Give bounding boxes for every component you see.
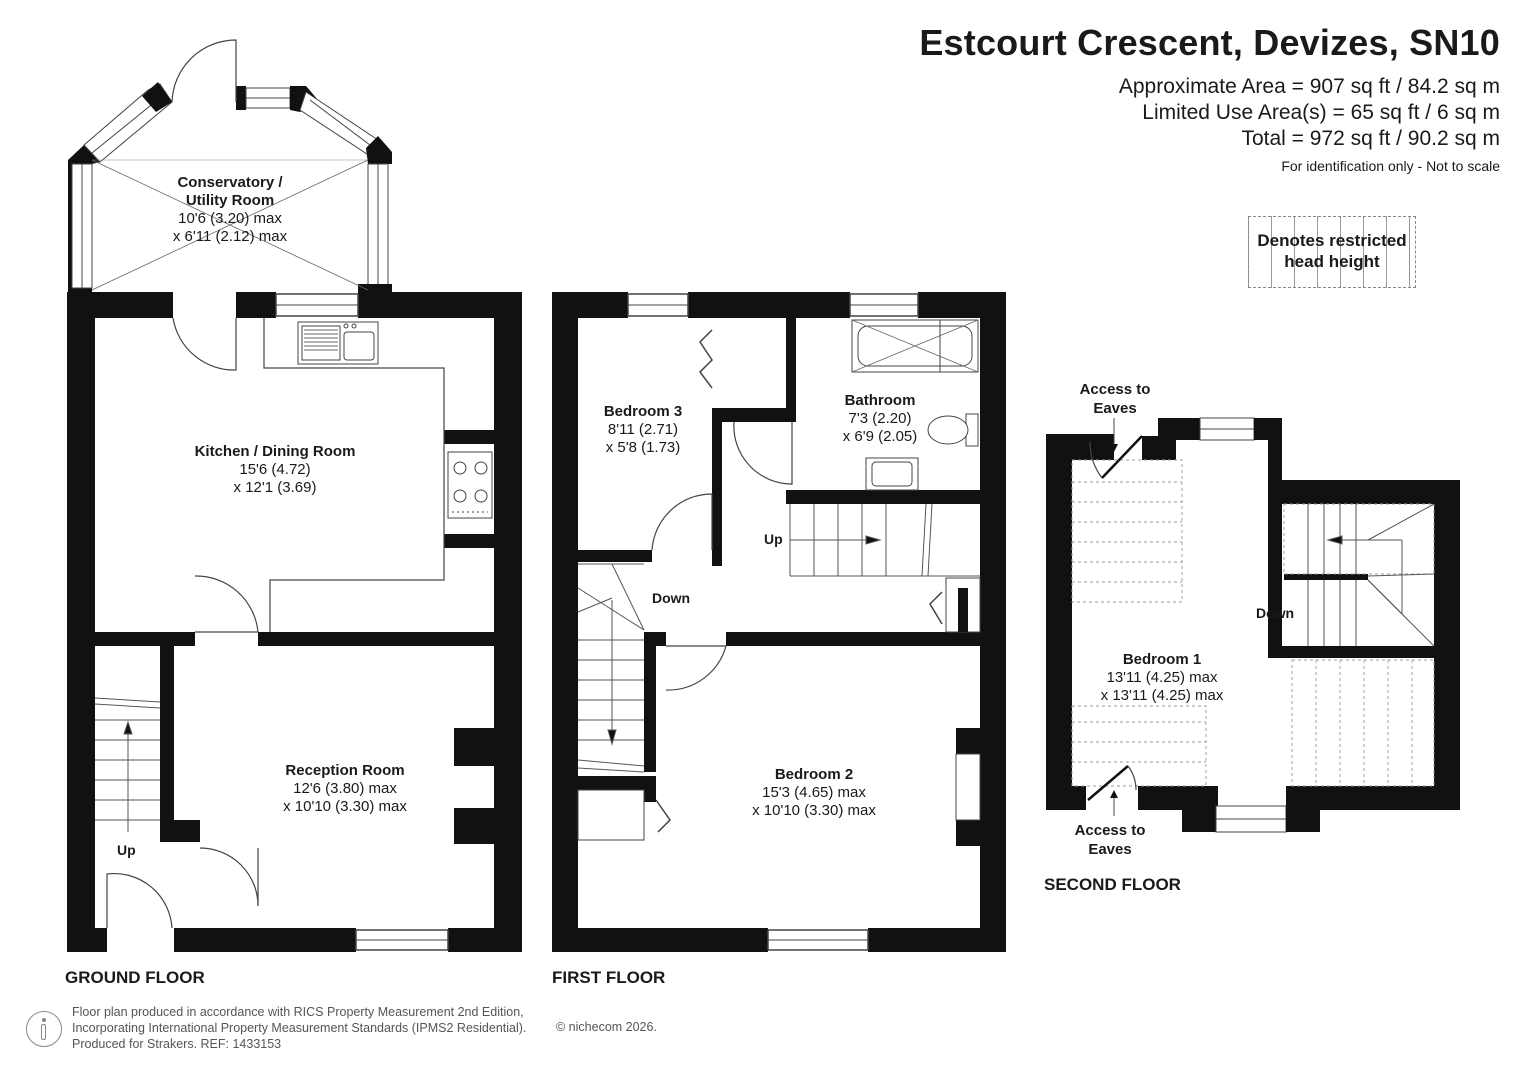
sink-icon: [297, 321, 379, 365]
second-floor-plan: [1046, 417, 1460, 833]
stair-labels: Up Up Down Down: [117, 531, 1294, 858]
limited-use-area: Limited Use Area(s) = 65 sq ft / 6 sq m: [1142, 101, 1500, 124]
bedroom3-dim-1: 8'11 (2.71): [608, 421, 678, 438]
legend-line-1: Denotes restricted: [1257, 231, 1407, 250]
eaves-top-label-1: Access to: [1080, 381, 1151, 398]
reception-name: Reception Room: [285, 762, 404, 779]
approximate-area: Approximate Area = 907 sq ft / 84.2 sq m: [1118, 75, 1500, 98]
conservatory-name-1: Conservatory /: [177, 174, 283, 191]
bathroom-dim-1: 7'3 (2.20): [849, 410, 912, 427]
reception-dim-1: 12'6 (3.80) max: [293, 780, 397, 797]
basin-icon: [865, 457, 919, 491]
eaves-labels: Access to Eaves Access to Eaves: [1075, 381, 1151, 858]
bedroom3-dim-2: x 5'8 (1.73): [606, 439, 681, 456]
eaves-bottom-label-2: Eaves: [1088, 841, 1131, 858]
room-labels: Conservatory / Utility Room 10'6 (3.20) …: [173, 174, 1224, 819]
footer-line-3: Produced for Strakers. REF: 1433153: [72, 1037, 282, 1051]
kitchen-dim-1: 15'6 (4.72): [239, 461, 310, 478]
toilet-icon: [927, 413, 979, 447]
kitchen-name: Kitchen / Dining Room: [195, 443, 356, 460]
scale-note: For identification only - Not to scale: [1281, 158, 1500, 174]
bedroom1-dim-1: 13'11 (4.25) max: [1107, 669, 1218, 686]
second-floor-label: SECOND FLOOR: [1044, 875, 1181, 894]
copyright: © nichecom 2026.: [556, 1020, 657, 1034]
second-stairs: [1307, 503, 1435, 647]
bedroom1-name: Bedroom 1: [1123, 651, 1201, 668]
first-up-label: Up: [764, 531, 783, 547]
reception-dim-2: x 10'10 (3.30) max: [283, 798, 407, 815]
ground-stairs: [94, 697, 161, 832]
conservatory-walls: [68, 39, 392, 294]
bedroom2-dim-1: 15'3 (4.65) max: [762, 784, 866, 801]
bathroom-dim-2: x 6'9 (2.05): [843, 428, 918, 445]
second-down-label: Down: [1256, 605, 1294, 621]
first-floor-plan: [552, 292, 1006, 952]
restricted-height-legend: Denotes restricted head height: [1248, 230, 1416, 272]
footer-notes: Floor plan produced in accordance with R…: [72, 1004, 526, 1052]
ground-up-label: Up: [117, 842, 136, 858]
eaves-top-label-2: Eaves: [1093, 400, 1136, 417]
footer-line-1: Floor plan produced in accordance with R…: [72, 1005, 524, 1019]
ground-floor-plan: [67, 39, 522, 952]
first-down-label: Down: [652, 590, 690, 606]
first-stairs-up: [789, 503, 980, 577]
restricted-areas: [1071, 459, 1435, 787]
conservatory-name-2: Utility Room: [186, 192, 274, 209]
bedroom2-name: Bedroom 2: [775, 766, 853, 783]
bedroom3-name: Bedroom 3: [604, 403, 682, 420]
first-stairs-down: [577, 563, 645, 773]
footer-line-2: Incorporating International Property Mea…: [72, 1021, 527, 1035]
eaves-bottom-label-1: Access to: [1075, 822, 1146, 839]
ground-floor-label: GROUND FLOOR: [65, 968, 205, 987]
conservatory-dim-1: 10'6 (3.20) max: [178, 210, 282, 227]
first-floor-label: FIRST FLOOR: [552, 968, 666, 987]
total-area: Total = 972 sq ft / 90.2 sq m: [1241, 127, 1500, 150]
bathroom-name: Bathroom: [845, 392, 916, 409]
person-logo-icon: [26, 1011, 62, 1047]
legend-line-2: head height: [1284, 252, 1380, 271]
hob-icon: [447, 451, 493, 519]
kitchen-dim-2: x 12'1 (3.69): [234, 479, 317, 496]
bath-icon: [851, 319, 979, 373]
restricted-height-legend-swatch: [1248, 216, 1416, 288]
property-title: Estcourt Crescent, Devizes, SN10: [919, 22, 1500, 63]
bedroom2-dim-2: x 10'10 (3.30) max: [752, 802, 876, 819]
bedroom1-dim-2: x 13'11 (4.25) max: [1101, 687, 1224, 704]
conservatory-dim-2: x 6'11 (2.12) max: [173, 228, 288, 245]
